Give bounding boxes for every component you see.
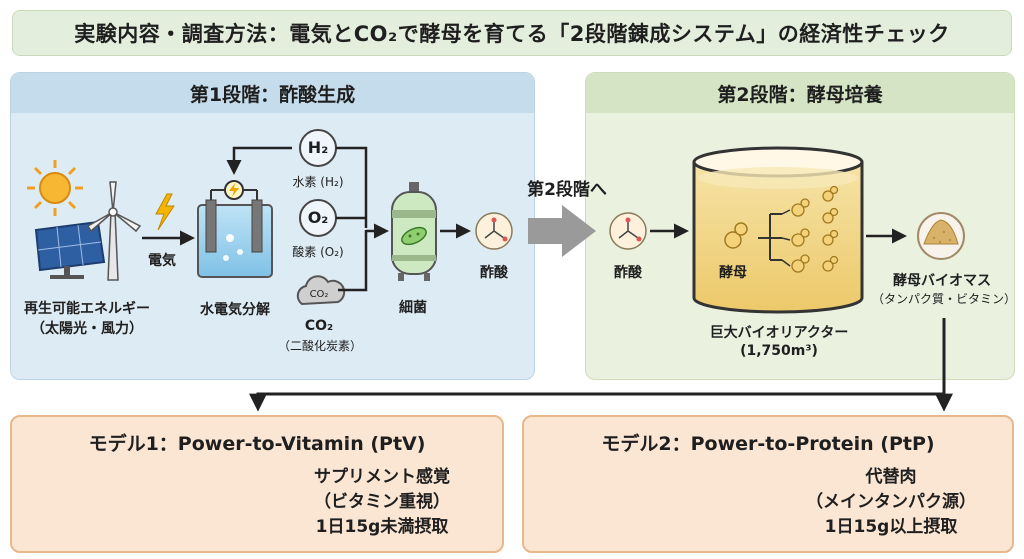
line-h2-collector bbox=[336, 146, 368, 228]
bacteria-label: 細菌 bbox=[399, 300, 427, 316]
h2-symbol: H₂ bbox=[307, 138, 329, 157]
model2-description: 代替肉 （メインタンパク源） 1日15g以上摂取 bbox=[786, 465, 996, 540]
reactor-volume: (1,750m³) bbox=[740, 343, 818, 359]
electrolysis-label: 水電気分解 bbox=[200, 302, 270, 318]
electrolysis-tank-icon bbox=[197, 180, 273, 278]
electricity-label: 電気 bbox=[148, 253, 176, 269]
model1-box: モデル1：Power-to-Vitamin (PtV) サプリメント感覚 （ビタ… bbox=[10, 415, 504, 553]
acetate-label-2: 酢酸 bbox=[614, 265, 642, 281]
biomass-sub: （タンパク質・ビタミン） bbox=[872, 292, 1017, 306]
bioreactor-icon bbox=[692, 146, 864, 314]
stage1-header: 第1段階：酢酸生成 bbox=[11, 73, 534, 113]
o2-label: 酸素 (O₂) bbox=[292, 245, 344, 259]
arrow-h2-return bbox=[226, 146, 292, 175]
line-co2-collector bbox=[338, 230, 368, 292]
co2-cloud-icon bbox=[296, 275, 346, 306]
model2-line3: 1日15g以上摂取 bbox=[824, 517, 958, 537]
bacteria-reactor-icon bbox=[391, 182, 437, 281]
title-text: 実験内容・調査方法：電気とCO₂で酵母を育てる「2段階錬成システム」の経済性チェ… bbox=[74, 22, 950, 46]
lightning-icon bbox=[155, 193, 175, 231]
yeast-biomass-icon bbox=[917, 212, 965, 260]
acetate-molecule-icon-2 bbox=[609, 212, 647, 250]
co2-label: CO₂ bbox=[304, 318, 334, 334]
transfer-arrow bbox=[528, 205, 596, 257]
wind-turbine-icon bbox=[86, 181, 142, 281]
transfer-label: 第2段階へ bbox=[527, 180, 607, 200]
o2-symbol: O₂ bbox=[307, 208, 329, 227]
h2-label: 水素 (H₂) bbox=[292, 175, 344, 189]
model1-description: サプリメント感覚 （ビタミン重視） 1日15g未満摂取 bbox=[282, 465, 482, 540]
renewable-energy-label: 再生可能エネルギー bbox=[24, 301, 150, 317]
arrow-biomass-to-ptv bbox=[249, 392, 944, 412]
yeast-label: 酵母 bbox=[719, 265, 747, 281]
model1-title: モデル1：Power-to-Vitamin (PtV) bbox=[88, 433, 426, 455]
biomass-label: 酵母バイオマス bbox=[893, 273, 991, 289]
model1-line1: サプリメント感覚 bbox=[314, 467, 450, 487]
co2-cloud-symbol: CO₂ bbox=[309, 289, 329, 300]
model2-line2: （メインタンパク源） bbox=[806, 492, 976, 512]
renewable-energy-sub: （太陽光・風力） bbox=[31, 321, 143, 337]
reactor-label: 巨大バイオリアクター bbox=[709, 325, 849, 341]
stage2-header: 第2段階：酵母培養 bbox=[586, 73, 1014, 113]
model1-line2: （ビタミン重視） bbox=[314, 492, 450, 512]
model2-box: モデル2：Power-to-Protein (PtP) 代替肉 （メインタンパク… bbox=[522, 415, 1014, 553]
acetate-label: 酢酸 bbox=[480, 265, 508, 281]
solar-panel-icon bbox=[34, 220, 106, 279]
acetate-molecule-icon bbox=[475, 212, 513, 250]
model1-line3: 1日15g未満摂取 bbox=[315, 517, 449, 537]
page-title: 実験内容・調査方法：電気とCO₂で酵母を育てる「2段階錬成システム」の経済性チェ… bbox=[12, 10, 1012, 56]
model2-title: モデル2：Power-to-Protein (PtP) bbox=[601, 433, 935, 455]
sun-icon bbox=[27, 160, 83, 216]
co2-sub: （二酸化炭素） bbox=[277, 339, 362, 353]
model2-line1: 代替肉 bbox=[865, 467, 917, 487]
